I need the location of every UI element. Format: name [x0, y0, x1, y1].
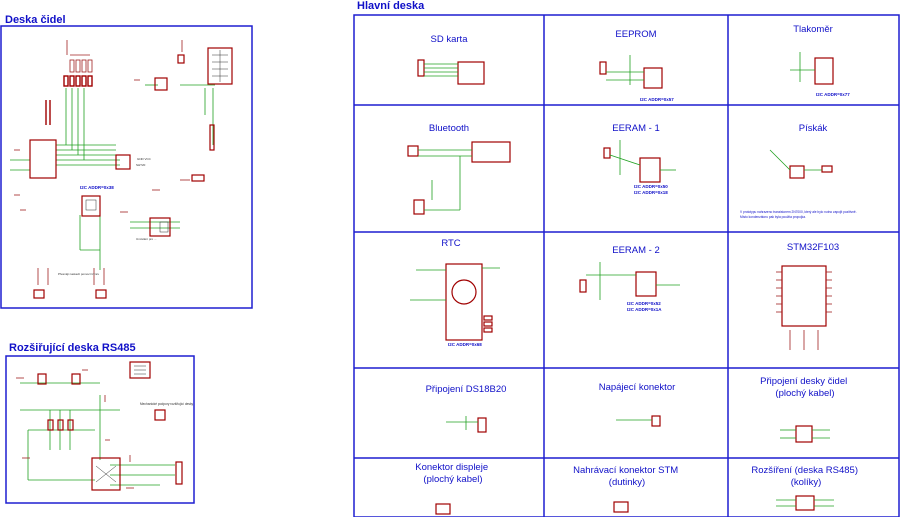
cell-title-ds18b20: Připojení DS18B20: [426, 384, 507, 395]
rs485-board-title: Rozšiřující deska RS485: [9, 342, 136, 354]
eeram2-addr-b: I2C ADDR=0x1A: [627, 307, 662, 312]
cell-title-pressure: Tlakoměr: [793, 24, 833, 35]
svg-text:SHT20: SHT20: [136, 163, 146, 167]
sensor-board-schematic: GND VCC SHT20 Umístění pro ...: [10, 40, 233, 299]
cell-title-eeram-1: EERAM - 1: [612, 123, 660, 134]
rtc-addr: I2C ADDR=0x68: [448, 342, 482, 347]
cell-title-eeprom: EEPROM: [615, 29, 656, 40]
eeprom-addr: I2C ADDR=0x57: [640, 97, 674, 102]
cell-title-sd-card: SD karta: [431, 34, 469, 45]
pressure-addr: I2C ADDR=0x77: [816, 92, 850, 97]
eeram2-addr-a: I2C ADDR=0x52: [627, 301, 661, 306]
rs485-board-schematic: [16, 361, 183, 491]
main-board-schematics: [407, 52, 834, 515]
sensor-board-frame: [0, 25, 253, 309]
eeram1-addr-a: I2C ADDR=0x50: [634, 184, 668, 189]
cell-title-display-connector: Konektor displeje (plochý kabel): [415, 462, 491, 485]
buzzer-note: V prototypu nahrazeno tranzistorem 2N700…: [740, 210, 857, 219]
eeram1-addr-b: I2C ADDR=0x18: [634, 190, 668, 195]
cell-title-sensor-board-connector: Připojení desky čidel (plochý kabel): [760, 376, 850, 399]
sensor-note: Přesněji nastavit pomocí trimru: [58, 272, 100, 276]
rs485-board-frame: [5, 355, 195, 504]
main-board-title: Hlavní deska: [357, 0, 425, 12]
rs485-note: Mechanické podpory rozšiřující desky: [140, 402, 194, 406]
cell-title-expansion: Rozšíření (deska RS485) (kolíky): [751, 465, 860, 488]
cell-title-rtc: RTC: [441, 238, 460, 249]
cell-title-eeram-2: EERAM - 2: [612, 245, 660, 256]
sensor-i2c-label: I2C ADDR=0x38: [80, 185, 114, 190]
main-board-grid: [353, 14, 900, 517]
cell-title-stm-programming: Nahrávací konektor STM (dutinky): [573, 465, 681, 488]
svg-text:GND VCC: GND VCC: [137, 157, 152, 161]
cell-title-bluetooth: Bluetooth: [429, 123, 469, 134]
svg-text:Umístění pro ...: Umístění pro ...: [136, 237, 157, 241]
cell-title-stm32: STM32F103: [787, 242, 839, 253]
cell-title-buzzer: Pískák: [799, 123, 828, 134]
main-cell-titles: SD karta EEPROM Tlakoměr Bluetooth EERAM…: [426, 24, 840, 395]
cell-title-power-connector: Napájecí konektor: [599, 382, 676, 393]
sensor-board-title: Deska čidel: [5, 14, 66, 26]
